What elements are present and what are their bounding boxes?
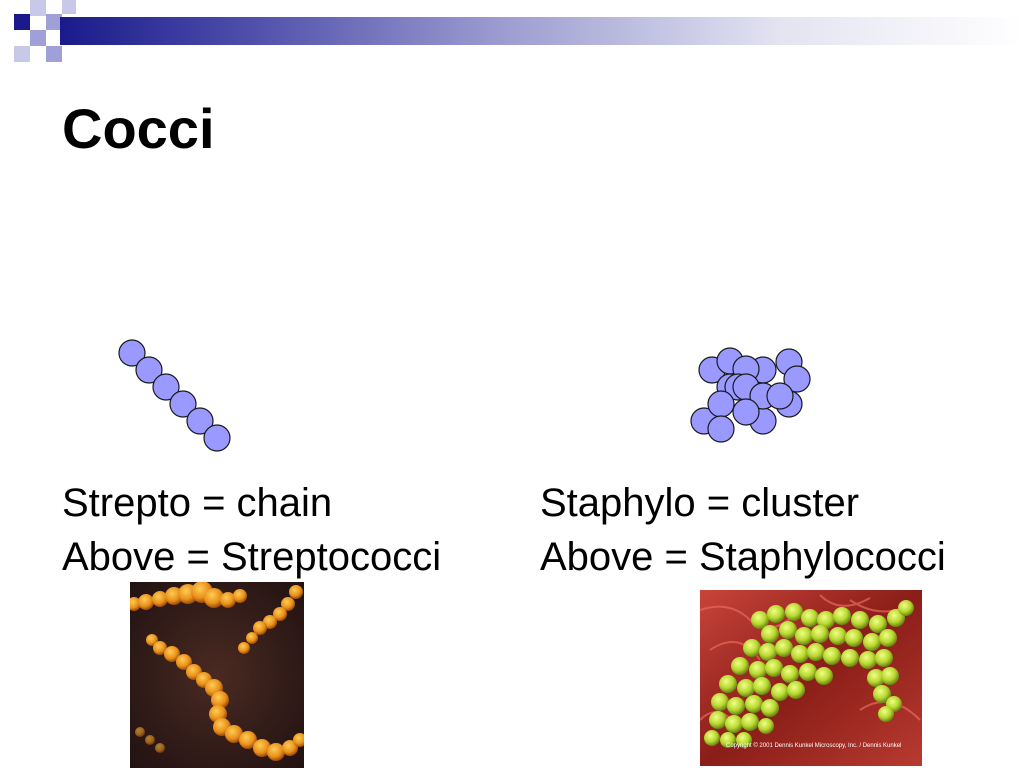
coccus-cell — [766, 382, 794, 410]
header-square — [46, 14, 62, 30]
header-square — [46, 46, 62, 62]
header-square — [14, 14, 30, 30]
header-square — [14, 46, 30, 62]
photo-credit: Copyright © 2001 Dennis Kunkel Microscop… — [726, 742, 901, 749]
header-square — [30, 30, 46, 46]
coccus-cell — [169, 390, 197, 418]
caption-line: Above = Streptococci — [62, 535, 442, 579]
caption-line: Above = Staphylococci — [540, 535, 946, 579]
header-gradient-bar — [60, 17, 1024, 45]
header-square — [30, 0, 46, 16]
staphylococci-cluster-diagram — [690, 347, 811, 443]
coccus-cell — [707, 415, 735, 443]
streptococci-caption: Strepto = chain Above = Streptococci — [62, 476, 441, 584]
coccus-cell — [152, 373, 180, 401]
caption-line: Staphylo = cluster — [540, 481, 860, 525]
coccus-cell — [135, 356, 163, 384]
staphylococci-micrograph: Copyright © 2001 Dennis Kunkel Microscop… — [700, 590, 922, 766]
caption-line: Strepto = chain — [62, 481, 333, 525]
coccus-cell — [732, 398, 760, 426]
streptococci-chain-diagram — [118, 339, 231, 452]
coccus-cell — [118, 339, 146, 367]
coccus-cell — [783, 365, 811, 393]
slide-title: Cocci — [62, 97, 215, 160]
streptococci-micrograph — [130, 582, 304, 768]
staphylococci-caption: Staphylo = cluster Above = Staphylococci — [540, 476, 946, 584]
coccus-cell — [203, 424, 231, 452]
coccus-cell — [707, 390, 735, 418]
header-decoration — [0, 0, 1024, 62]
header-square — [62, 0, 76, 14]
coccus-cell — [186, 407, 214, 435]
